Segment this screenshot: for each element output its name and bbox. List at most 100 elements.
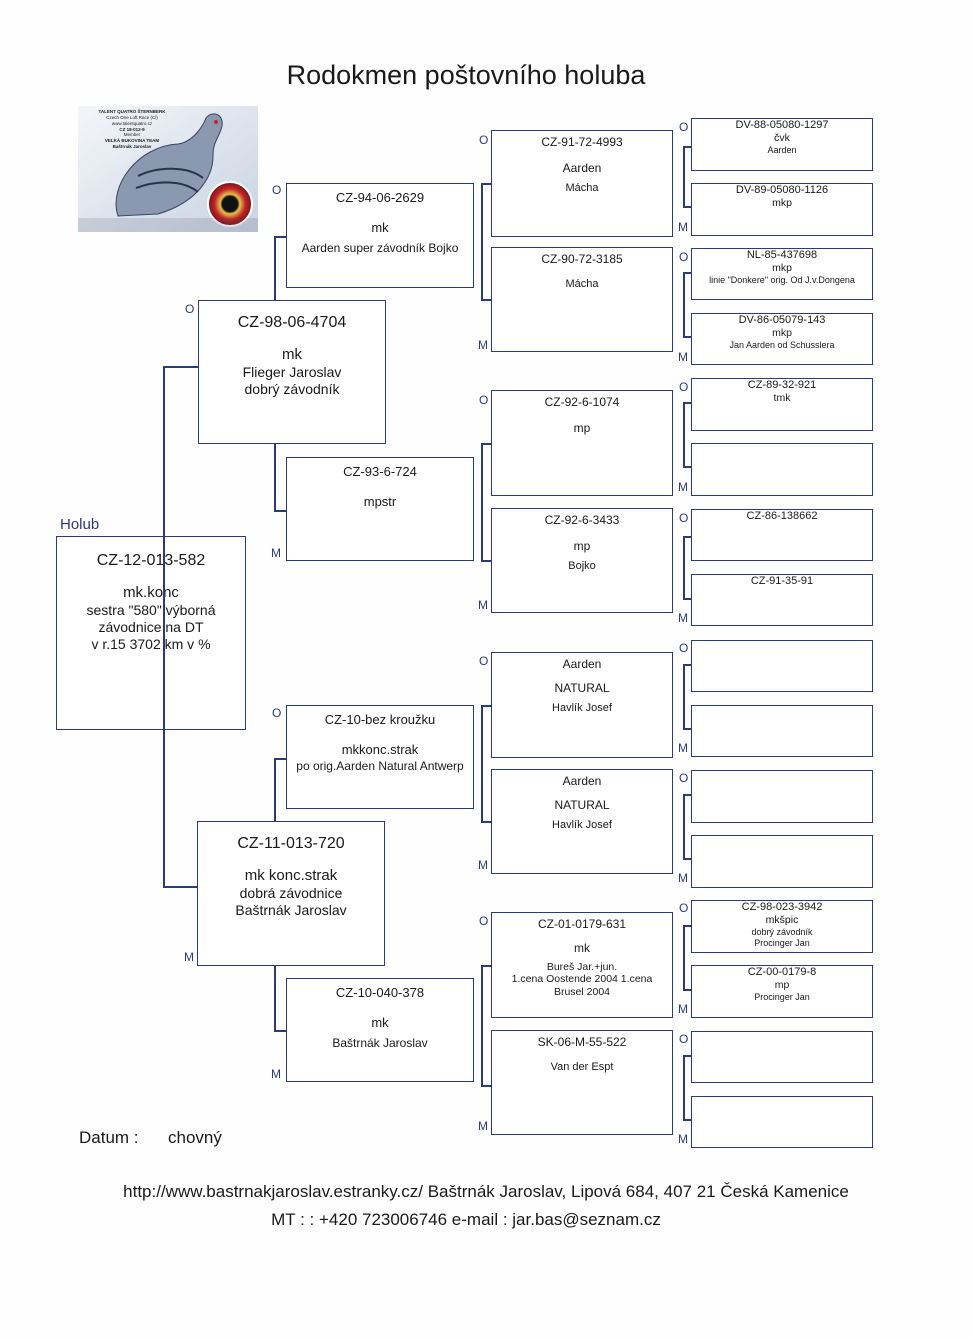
father-mark: O: [679, 120, 689, 134]
color-label: čvk: [774, 132, 790, 145]
color-label: mpstr: [363, 493, 397, 509]
great-grandparent-box: CZ-92-6-1074 mp: [491, 390, 673, 496]
ancestor-box: [691, 443, 873, 496]
ring-number: DV-89-05080-1126: [735, 184, 829, 196]
color-label: mkp: [772, 262, 792, 275]
father-mark: O: [679, 511, 689, 525]
connector: [481, 705, 483, 759]
mother-mark: M: [678, 871, 688, 885]
ancestor-box: [691, 705, 873, 757]
logo-line-7: Baštrnák Jaroslav: [112, 144, 152, 150]
mother-mark: M: [271, 546, 281, 560]
connector: [274, 236, 286, 238]
connector: [683, 402, 691, 404]
ancestor-box: CZ-91-35-91: [691, 574, 873, 626]
mother-mark: M: [271, 1067, 281, 1081]
connector: [274, 966, 276, 1030]
connector: [683, 336, 691, 338]
grandparent-box: CZ-10-040-378 mk Baštrnák Jaroslav: [286, 978, 474, 1082]
father-mark: O: [479, 914, 489, 928]
connector: [683, 146, 691, 148]
great-grandparent-box: SK-06-M-55-522 Van der Espt: [491, 1030, 673, 1135]
father-mark: O: [185, 302, 195, 316]
note-label: Jan Aarden od Schusslera: [729, 339, 835, 350]
connector: [274, 444, 276, 510]
great-grandparent-box: Aarden NATURAL Havlík Josef: [491, 652, 673, 758]
connector: [683, 664, 691, 666]
mother-box: CZ-11-013-720 mk konc.strak dobrá závodn…: [197, 821, 385, 966]
father-mark: O: [272, 706, 282, 720]
color-label: mk: [371, 219, 389, 235]
ring-number: DV-86-05079-143: [738, 314, 826, 326]
father-ring: CZ-98-06-4704: [237, 314, 347, 331]
ring-number: CZ-10-bez kroužku: [324, 712, 436, 727]
mother-color: mk konc.strak: [244, 867, 338, 885]
great-grandparent-box: CZ-90-72-3185 Mácha: [491, 247, 673, 352]
note-label: linie "Donkere" orig. Od J.v.Dongena: [709, 274, 855, 285]
father-color: mk: [282, 346, 302, 364]
connector: [683, 794, 691, 796]
pigeon-logo-image: [78, 106, 258, 232]
ring-number: CZ-98-023-3942: [741, 901, 823, 913]
ring-number: NL-85-437698: [746, 249, 818, 261]
ancestor-box: [691, 1031, 873, 1083]
mother-mark: M: [678, 350, 688, 364]
ring-number: CZ-94-06-2629: [335, 190, 425, 205]
connector: [683, 146, 685, 206]
connector: [683, 1055, 691, 1057]
connector: [481, 759, 483, 821]
connector: [683, 858, 691, 860]
footer-contact: MT : : +420 723006746 e-mail : jar.bas@s…: [271, 1210, 661, 1229]
connector: [481, 1085, 491, 1087]
connector: [683, 925, 691, 927]
connector: [683, 536, 685, 598]
connector: [481, 183, 483, 237]
ring-number: Aarden: [562, 657, 602, 671]
note-label: Havlík Josef: [552, 818, 612, 831]
color-label: mk: [574, 941, 590, 956]
connector: [683, 925, 685, 989]
mother-mark: M: [678, 480, 688, 494]
note-label: Bojko: [568, 559, 596, 572]
connector: [274, 758, 286, 760]
great-grandparent-box: CZ-92-6-3433 mp Bojko: [491, 508, 673, 613]
grandparent-box: CZ-10-bez kroužku mkkonc.strak po orig.A…: [286, 705, 474, 809]
page-title: Rodokmen poštovního holuba: [286, 60, 646, 90]
father-mark: O: [679, 901, 689, 915]
mother-note-2: Baštrnák Jaroslav: [235, 901, 347, 918]
connector: [683, 794, 685, 858]
father-mark: O: [479, 393, 489, 407]
note-label: Mácha: [565, 278, 599, 291]
connector: [683, 989, 691, 991]
ancestor-box: [691, 640, 873, 692]
color-label: Aarden: [562, 161, 602, 176]
footer-address: http://www.bastrnakjaroslav.estranky.cz/…: [123, 1182, 849, 1201]
connector: [683, 536, 691, 538]
father-mark: O: [679, 380, 689, 394]
connector: [481, 965, 483, 1030]
connector: [163, 366, 198, 368]
ring-number: CZ-90-72-3185: [541, 252, 623, 266]
great-grandparent-box: CZ-01-0179-631 mk Bureš Jar.+jun. 1.cena…: [491, 912, 673, 1018]
mother-mark: M: [678, 741, 688, 755]
note-label: Havlík Josef: [552, 701, 612, 714]
ring-number: CZ-93-6-724: [343, 464, 417, 479]
connector: [481, 443, 483, 509]
note-label: Procinger Jan: [754, 991, 810, 1002]
mother-mark: M: [478, 338, 488, 352]
connector: [481, 183, 491, 185]
connector: [683, 728, 691, 730]
ring-number: SK-06-M-55-522: [537, 1035, 627, 1049]
note-label: Mácha: [565, 181, 599, 194]
mother-mark: M: [678, 1002, 688, 1016]
ring-number: CZ-92-6-3433: [544, 513, 620, 527]
grandparent-box: CZ-93-6-724 mpstr: [286, 457, 474, 561]
pigeon-note-1: sestra "580" výborná: [86, 602, 216, 619]
ring-number: DV-88-05080-1297: [735, 119, 829, 131]
connector: [274, 236, 276, 300]
loft-logo: TALENT QUATRO ŠTERNBERK Czech One Loft R…: [78, 106, 258, 232]
note-label: Aarden: [767, 144, 797, 155]
father-mark: O: [679, 1032, 689, 1046]
father-mark: O: [479, 133, 489, 147]
